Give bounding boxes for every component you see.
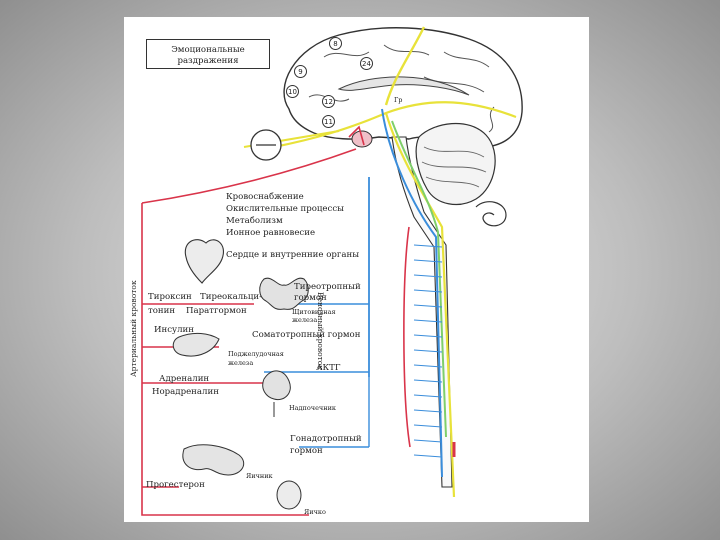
- label-pancreas-2: железа: [228, 360, 253, 367]
- yellow-path-1: [386, 27, 424, 105]
- label-parathormone: Паратгормон: [186, 307, 247, 316]
- label-metabolism: Метаболизм: [226, 217, 283, 226]
- label-thyrocalcitonin: Тиреокальци-: [200, 293, 262, 302]
- brain-number-8: 8: [329, 37, 342, 50]
- diagram-drawing: [124, 17, 589, 522]
- brain-number-24: 24: [360, 57, 373, 70]
- brain-label-gr: Гр: [394, 97, 402, 104]
- brain-number-9: 9: [294, 65, 307, 78]
- label-somatotropin: Соматотропный гормон: [252, 331, 360, 340]
- label-oxidation: Окислительные процессы: [226, 205, 344, 214]
- label-gonadotropin-2: гормон: [290, 447, 323, 456]
- label-progesterone: Прогестерон: [146, 481, 205, 490]
- label-arterial-flow: Артериальный кровоток: [130, 280, 138, 377]
- brain-outline: [284, 28, 522, 147]
- label-pancreas-1: Поджелудочная: [228, 351, 284, 358]
- label-adrenal: Надпочечник: [289, 405, 336, 412]
- label-adrenaline: Адреналин: [159, 375, 209, 384]
- label-ion-balance: Ионное равновесие: [226, 229, 315, 238]
- testis-organ: [277, 481, 301, 509]
- label-tsh-1: Тиреотропный: [294, 283, 361, 292]
- emotional-line-2: раздражения: [147, 56, 269, 66]
- label-thyroxine: Тироксин: [148, 293, 192, 302]
- label-insulin: Инсулин: [154, 326, 194, 335]
- label-thyroid-2: железа: [292, 317, 317, 324]
- brain-gyri: [309, 45, 494, 132]
- brain-number-11: 11: [322, 115, 335, 128]
- label-venous-flow: Венозный кровоток: [317, 292, 325, 370]
- label-blood-supply: Кровоснабжение: [226, 193, 304, 202]
- emotional-line-1: Эмоциональные: [147, 45, 269, 55]
- diagram-sheet: Эмоциональные раздражения 8 9 10 11 12 2…: [124, 17, 589, 522]
- corpus-callosum: [339, 77, 469, 95]
- label-gonadotropin-1: Гонадотропный: [290, 435, 362, 444]
- label-ovary: Яичник: [246, 473, 273, 480]
- spinal-red-side: [404, 227, 410, 447]
- emotional-stimuli-box: Эмоциональные раздражения: [146, 39, 270, 69]
- heart-organ: [185, 240, 223, 283]
- pancreas-organ: [173, 333, 219, 356]
- brain-number-12: 12: [322, 95, 335, 108]
- brain-number-10: 10: [286, 85, 299, 98]
- label-tonin: тонин: [148, 307, 175, 316]
- ovary-organ: [183, 445, 244, 475]
- label-heart-organs: Сердце и внутренние органы: [226, 251, 359, 260]
- adrenal-organ: [263, 371, 291, 417]
- label-thyroid-1: Щитовидная: [292, 309, 336, 316]
- label-testis: Яичко: [304, 509, 326, 516]
- label-noradrenaline: Норадреналин: [152, 388, 219, 397]
- ear: [476, 202, 506, 226]
